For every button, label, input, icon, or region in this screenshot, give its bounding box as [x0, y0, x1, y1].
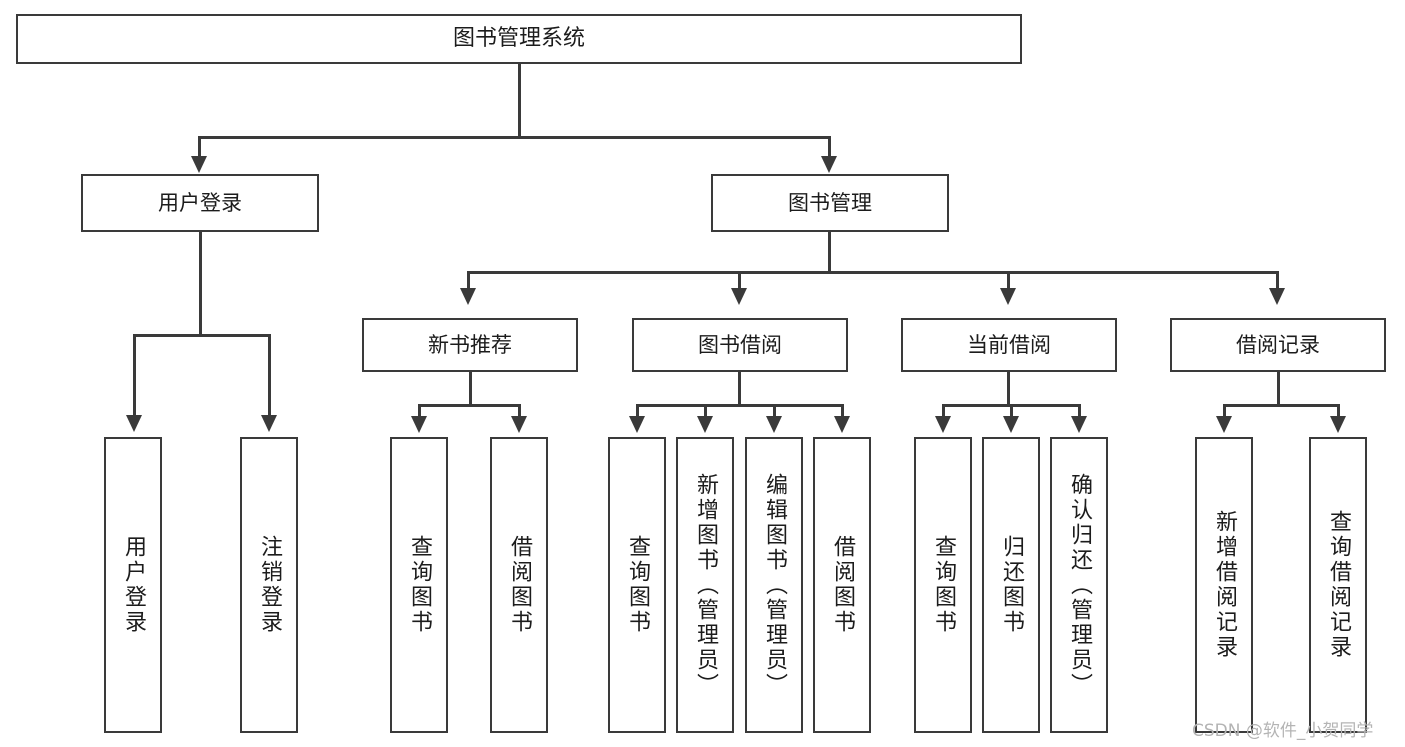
node-label: 图书管理 [788, 190, 872, 215]
leaf-label: 注销登录 [257, 535, 282, 635]
arrow-bb-to-leaf-4 [834, 416, 850, 433]
arrow-br-to-leaf-2 [1330, 416, 1346, 433]
leaf-label: 借阅图书 [830, 535, 855, 635]
node-book-borrow[interactable]: 图书借阅 [632, 318, 848, 372]
leaf-query-borrow-record[interactable]: 查询借阅记录 [1309, 437, 1367, 733]
leaf-user-login[interactable]: 用户登录 [104, 437, 162, 733]
arrow-new-book-to-leaf-2 [511, 416, 527, 433]
leaf-label: 查询图书 [625, 535, 650, 635]
connector-bm-to-current-borrow [1007, 271, 1010, 292]
connector-bm-to-book-borrow [738, 271, 741, 292]
watermark-text: CSDN @软件_小贺同学 [1192, 721, 1374, 741]
connector-new-book-bar [418, 404, 520, 407]
arrow-cb-to-leaf-3 [1071, 416, 1087, 433]
connector-book-borrow-stem [738, 372, 741, 406]
arrow-bb-to-leaf-1 [629, 416, 645, 433]
node-label: 借阅记录 [1236, 332, 1320, 357]
arrow-bm-to-book-borrow [731, 288, 747, 305]
connector-book-borrow-bar [636, 404, 841, 407]
connector-user-login-bar [133, 334, 270, 337]
leaf-label: 借阅图书 [507, 535, 532, 635]
connector-bm-to-borrow-record [1276, 271, 1279, 292]
connector-bb-to-leaf-1 [636, 404, 639, 420]
arrow-br-to-leaf-1 [1216, 416, 1232, 433]
node-label: 新书推荐 [428, 332, 512, 357]
leaf-query-book-recommend[interactable]: 查询图书 [390, 437, 448, 733]
connector-br-to-leaf-1 [1223, 404, 1226, 420]
connector-cb-to-leaf-1 [942, 404, 945, 420]
leaf-add-borrow-record[interactable]: 新增借阅记录 [1195, 437, 1253, 733]
node-new-book-recommend[interactable]: 新书推荐 [362, 318, 578, 372]
arrow-user-login-to-leaf-1 [126, 415, 142, 432]
leaf-add-book-admin[interactable]: 新增图书（管理员） [676, 437, 734, 733]
leaf-label: 查询借阅记录 [1326, 510, 1351, 660]
leaf-label: 编辑图书（管理员） [762, 472, 787, 698]
node-label: 用户登录 [158, 190, 242, 215]
arrow-bb-to-leaf-3 [766, 416, 782, 433]
leaf-label: 查询图书 [931, 535, 956, 635]
leaf-query-book-borrow[interactable]: 查询图书 [608, 437, 666, 733]
leaf-borrow-book[interactable]: 借阅图书 [813, 437, 871, 733]
leaf-label: 归还图书 [999, 535, 1024, 635]
arrow-cb-to-leaf-2 [1003, 416, 1019, 433]
connector-cb-to-leaf-2 [1010, 404, 1013, 420]
node-label: 图书借阅 [698, 332, 782, 357]
leaf-return-book[interactable]: 归还图书 [982, 437, 1040, 733]
leaf-borrow-book-recommend[interactable]: 借阅图书 [490, 437, 548, 733]
arrow-bm-to-borrow-record [1269, 288, 1285, 305]
connector-root-stem [518, 64, 521, 138]
connector-bb-to-leaf-4 [841, 404, 844, 420]
leaf-label: 查询图书 [407, 535, 432, 635]
connector-current-borrow-stem [1007, 372, 1010, 406]
arrow-user-login-to-leaf-2 [261, 415, 277, 432]
leaf-query-book-current[interactable]: 查询图书 [914, 437, 972, 733]
arrow-new-book-to-leaf-1 [411, 416, 427, 433]
connector-user-login-stem [199, 232, 202, 336]
leaf-edit-book-admin[interactable]: 编辑图书（管理员） [745, 437, 803, 733]
connector-user-login-to-leaf-2 [268, 334, 271, 419]
connector-br-to-leaf-2 [1337, 404, 1340, 420]
connector-book-management-bar [467, 271, 1278, 274]
arrow-bb-to-leaf-2 [697, 416, 713, 433]
arrow-root-to-book-management [821, 156, 837, 173]
leaf-confirm-return-admin[interactable]: 确认归还（管理员） [1050, 437, 1108, 733]
connector-root-to-user-login [198, 136, 201, 160]
arrow-cb-to-leaf-1 [935, 416, 951, 433]
connector-user-login-to-leaf-1 [133, 334, 136, 419]
node-user-login[interactable]: 用户登录 [81, 174, 319, 232]
connector-new-book-stem [469, 372, 472, 406]
connector-book-management-stem [828, 232, 831, 273]
connector-cb-to-leaf-3 [1078, 404, 1081, 420]
node-label: 图书管理系统 [452, 26, 585, 52]
connector-bb-to-leaf-3 [773, 404, 776, 420]
leaf-label: 用户登录 [121, 535, 146, 635]
connector-borrow-record-stem [1277, 372, 1280, 406]
node-book-management[interactable]: 图书管理 [711, 174, 949, 232]
leaf-label: 新增图书（管理员） [693, 472, 718, 698]
leaf-label: 新增借阅记录 [1212, 510, 1237, 660]
node-current-borrow[interactable]: 当前借阅 [901, 318, 1117, 372]
node-borrow-record[interactable]: 借阅记录 [1170, 318, 1386, 372]
arrow-bm-to-current-borrow [1000, 288, 1016, 305]
connector-root-bar [198, 136, 831, 139]
connector-new-book-to-leaf-2 [518, 404, 521, 420]
connector-new-book-to-leaf-1 [418, 404, 421, 420]
connector-bm-to-new-book [467, 271, 470, 292]
arrow-bm-to-new-book [460, 288, 476, 305]
connector-root-to-book-management [828, 136, 831, 160]
node-label: 当前借阅 [967, 332, 1051, 357]
leaf-label: 确认归还（管理员） [1067, 472, 1092, 698]
leaf-logout[interactable]: 注销登录 [240, 437, 298, 733]
arrow-root-to-user-login [191, 156, 207, 173]
node-book-management-system[interactable]: 图书管理系统 [16, 14, 1022, 64]
connector-borrow-record-bar [1223, 404, 1339, 407]
connector-bb-to-leaf-2 [704, 404, 707, 420]
